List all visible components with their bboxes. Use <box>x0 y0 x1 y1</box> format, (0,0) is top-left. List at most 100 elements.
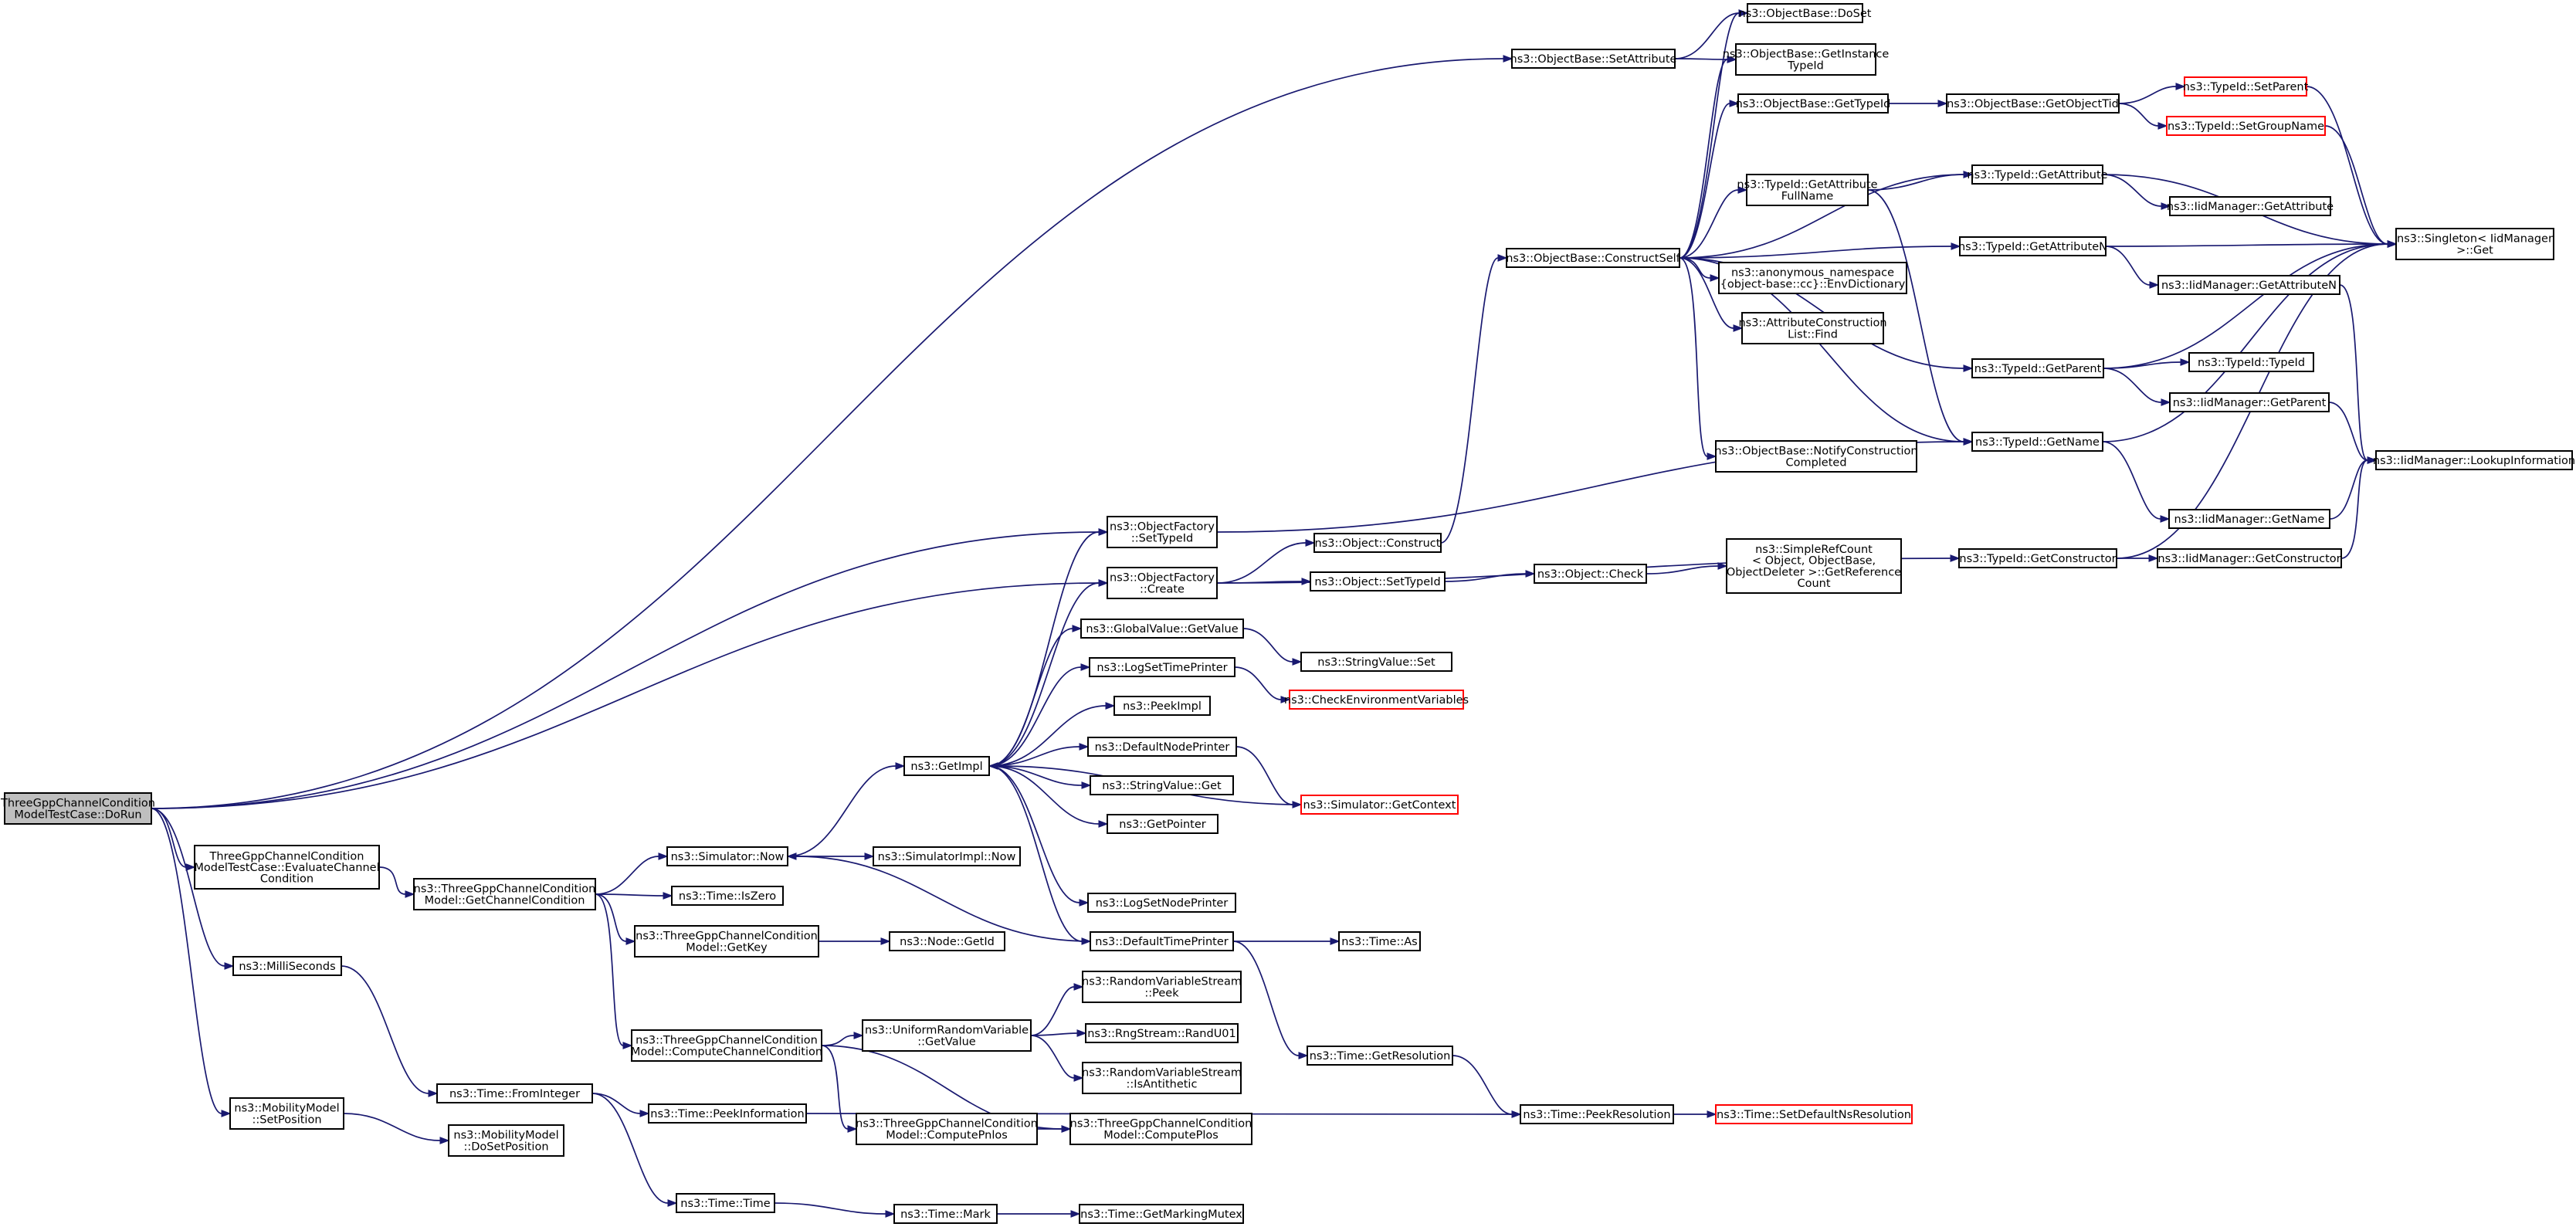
function-node-millisec[interactable]: ns3::MilliSeconds <box>232 956 342 976</box>
function-node-gvget[interactable]: ns3::GlobalValue::GetValue <box>1080 619 1244 639</box>
function-node-ofcreate[interactable]: ns3::ObjectFactory::Create <box>1107 567 1218 599</box>
function-node-src[interactable]: ns3::SimpleRefCount< Object, ObjectBase,… <box>1726 538 1902 594</box>
function-node-logstp[interactable]: ns3::LogSetTimePrinter <box>1089 657 1235 677</box>
call-edges <box>151 9 2398 1218</box>
function-node-igetattrn[interactable]: ns3::IidManager::GetAttributeN <box>2157 275 2340 295</box>
function-node-compplos[interactable]: ns3::ThreeGppChannelConditionModel::Comp… <box>1069 1113 1252 1145</box>
function-node-rvsanti[interactable]: ns3::RandomVariableStream::IsAntithetic <box>1082 1062 1242 1094</box>
function-node-tgetattr[interactable]: ns3::TypeId::GetAttribute <box>1967 164 2108 185</box>
function-node-doset[interactable]: ns3::ObjectBase::DoSet <box>1739 3 1872 23</box>
call-edge-GetImpl-to-LogSTP <box>988 663 1091 767</box>
arrowhead <box>2387 240 2398 248</box>
function-node-tgetname[interactable]: ns3::TypeId::GetName <box>1971 432 2103 452</box>
function-node-simnow[interactable]: ns3::Simulator::Now <box>666 846 788 866</box>
arrowhead <box>1098 528 1109 536</box>
call-edge-GetCC-to-SimNow <box>595 852 669 895</box>
node-label-line: ns3::Time::GetMarkingMutex <box>1080 1208 1242 1221</box>
function-node-timetime[interactable]: ns3::Time::Time <box>676 1193 775 1213</box>
function-node-dnp[interactable]: ns3::DefaultNodePrinter <box>1087 737 1237 757</box>
function-node-tgetparent[interactable]: ns3::TypeId::GetParent <box>1971 358 2104 378</box>
function-node-urvget[interactable]: ns3::UniformRandomVariable::GetValue <box>862 1019 1032 1052</box>
function-node-compcc[interactable]: ns3::ThreeGppChannelConditionModel::Comp… <box>631 1029 822 1062</box>
node-label-line: ::Create <box>1140 583 1185 595</box>
node-label-line: ns3::StringValue::Set <box>1317 656 1435 669</box>
function-node-setdefres[interactable]: ns3::Time::SetDefaultNsResolution <box>1715 1104 1913 1124</box>
edge-line <box>1234 666 1282 700</box>
arrowhead <box>1707 452 1717 460</box>
call-edge-OCheck-to-SRC <box>1646 562 1728 575</box>
arrowhead <box>1963 438 1974 446</box>
node-box <box>1113 696 1211 716</box>
function-node-iszero[interactable]: ns3::Time::IsZero <box>671 886 784 906</box>
function-node-nodegetid[interactable]: ns3::Node::GetId <box>889 931 1005 951</box>
node-label-line: ns3::GetPointer <box>1119 819 1206 831</box>
function-node-tgetattrn[interactable]: ns3::TypeId::GetAttributeN <box>1958 236 2107 256</box>
function-node-igetctor[interactable]: ns3::IidManager::GetConstructor <box>2157 548 2342 568</box>
function-node-singleton[interactable]: ns3::Singleton< IidManager >::Get <box>2395 228 2554 260</box>
function-node-ocheck[interactable]: ns3::Object::Check <box>1534 564 1647 584</box>
function-node-getobjecttid[interactable]: ns3::ObjectBase::GetObjectTid <box>1946 93 2120 114</box>
function-node-eval[interactable]: ThreeGppChannelConditionModelTestCase::E… <box>194 845 380 890</box>
function-node-getpointer[interactable]: ns3::GetPointer <box>1107 814 1219 834</box>
function-node-peekinfo[interactable]: ns3::Time::PeekInformation <box>648 1103 807 1124</box>
node-label-line: >::Get <box>2456 244 2493 256</box>
edge-line <box>988 582 1100 767</box>
function-node-ttypeid[interactable]: ns3::TypeId::TypeId <box>2188 352 2314 372</box>
function-node-tgetres[interactable]: ns3::Time::GetResolution <box>1307 1046 1453 1066</box>
function-node-ofsettid[interactable]: ns3::ObjectFactory::SetTypeId <box>1107 516 1218 548</box>
arrowhead <box>864 852 875 860</box>
function-node-lookup[interactable]: ns3::IidManager::LookupInformation <box>2373 450 2575 470</box>
edge-line <box>2328 402 2368 461</box>
call-edge-Construct-to-GetInstTid <box>1679 56 1737 259</box>
function-node-notifycc[interactable]: ns3::ObjectBase::NotifyConstructionCompl… <box>1714 440 1918 473</box>
function-node-mmsetpos[interactable]: ns3::MobilityModel::SetPosition <box>229 1097 344 1130</box>
function-node-igetname[interactable]: ns3::IidManager::GetName <box>2168 509 2330 529</box>
function-node-igetattr[interactable]: ns3::IidManager::GetAttribute <box>2167 196 2334 216</box>
function-node-envdict[interactable]: ns3::anonymous_namespace{object-base::cc… <box>1718 262 1907 294</box>
arrowhead <box>1738 9 1749 17</box>
function-node-rvspeek[interactable]: ns3::RandomVariableStream::Peek <box>1082 971 1242 1003</box>
function-node-peekres[interactable]: ns3::Time::PeekResolution <box>1520 1104 1674 1124</box>
function-node-igetparent[interactable]: ns3::IidManager::GetParent <box>2169 392 2330 412</box>
node-box <box>2157 548 2342 568</box>
function-node-fromint[interactable]: ns3::Time::FromInteger <box>436 1083 593 1103</box>
function-node-setattr[interactable]: ns3::ObjectBase::SetAttribute <box>1510 49 1677 69</box>
function-node-setparent[interactable]: ns3::TypeId::SetParent <box>2183 76 2309 97</box>
function-node-checkenv[interactable]: ns3::CheckEnvironmentVariables <box>1284 690 1469 710</box>
node-label-line: Completed <box>1785 456 1846 469</box>
call-edge-SetGroup-to-Singleton <box>2324 125 2398 248</box>
function-node-oconstruct[interactable]: ns3::Object::Construct <box>1313 533 1442 553</box>
function-node-rngrand[interactable]: ns3::RngStream::RandU01 <box>1085 1023 1239 1043</box>
function-node-getmutex[interactable]: ns3::Time::GetMarkingMutex <box>1079 1204 1244 1224</box>
call-edge-SetParent-to-Singleton <box>2306 86 2398 248</box>
node-label-line: ns3::TypeId::TypeId <box>2198 357 2305 369</box>
function-node-setgroup[interactable]: ns3::TypeId::SetGroupName <box>2166 116 2326 136</box>
function-node-dtp[interactable]: ns3::DefaultTimePrinter <box>1090 931 1234 951</box>
function-node-svget[interactable]: ns3::StringValue::Get <box>1090 775 1234 795</box>
call-edge-IGetCtor-to-Lookup <box>2340 456 2378 559</box>
function-node-getimpl[interactable]: ns3::GetImpl <box>903 756 990 776</box>
function-node-simctx[interactable]: ns3::Simulator::GetContext <box>1300 795 1459 815</box>
function-node-svset[interactable]: ns3::StringValue::Set <box>1300 652 1452 672</box>
function-node-simimplnow[interactable]: ns3::SimulatorImpl::Now <box>873 846 1021 866</box>
function-node-logsnp[interactable]: ns3::LogSetNodePrinter <box>1087 893 1236 913</box>
function-node-mmdosetpos[interactable]: ns3::MobilityModel::DoSetPosition <box>448 1124 564 1157</box>
call-edge-Construct-to-EnvDict <box>1679 257 1720 282</box>
function-node-tgetctor[interactable]: ns3::TypeId::GetConstructor <box>1958 548 2117 568</box>
function-node-dorun[interactable]: ThreeGppChannelConditionModelTestCase::D… <box>0 792 155 825</box>
node-box <box>666 846 788 866</box>
function-node-comppnlos[interactable]: ns3::ThreeGppChannelConditionModel::Comp… <box>856 1113 1038 1145</box>
function-node-timemark[interactable]: ns3::Time::Mark <box>893 1204 998 1224</box>
arrowhead <box>1717 562 1728 570</box>
function-node-timeas[interactable]: ns3::Time::As <box>1338 931 1421 951</box>
function-node-peekimpl[interactable]: ns3::PeekImpl <box>1113 696 1211 716</box>
function-node-construct[interactable]: ns3::ObjectBase::ConstructSelf <box>1506 248 1681 268</box>
arrowhead <box>1710 274 1720 282</box>
function-node-osettid[interactable]: ns3::Object::SetTypeId <box>1310 571 1446 591</box>
function-node-getcc[interactable]: ns3::ThreeGppChannelConditionModel::GetC… <box>413 878 596 910</box>
function-node-getkey[interactable]: ns3::ThreeGppChannelConditionModel::GetK… <box>634 925 819 958</box>
function-node-obgettid[interactable]: ns3::ObjectBase::GetTypeId <box>1736 93 1891 114</box>
